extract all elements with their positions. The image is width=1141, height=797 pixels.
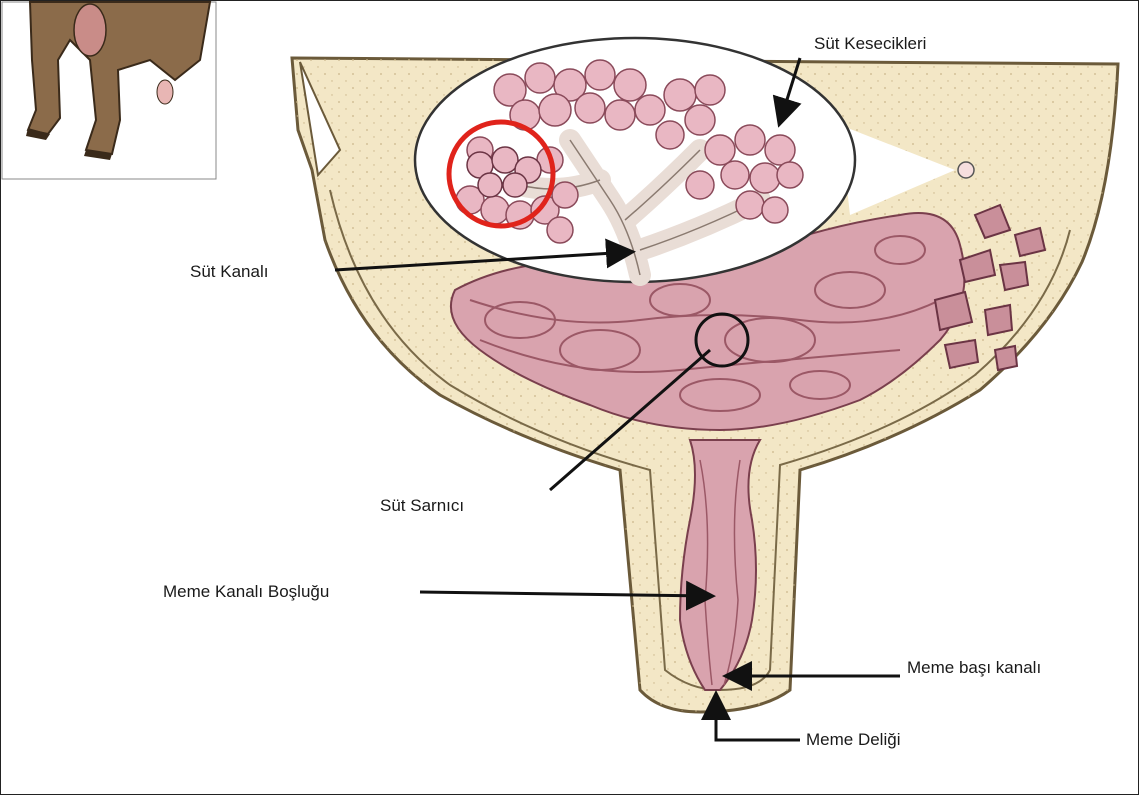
label-sut-kanali: Süt Kanalı bbox=[190, 262, 268, 282]
label-sut-sarnici: Süt Sarnıcı bbox=[380, 496, 464, 516]
label-meme-deligi: Meme Deliği bbox=[806, 730, 900, 750]
label-meme-basi-kanali: Meme başı kanalı bbox=[907, 658, 1041, 678]
label-sut-kesecikleri: Süt Kesecikleri bbox=[814, 34, 926, 54]
cow-leg-inset-icon bbox=[2, 2, 216, 179]
label-meme-kanali-boslugu: Meme Kanalı Boşluğu bbox=[163, 582, 329, 602]
